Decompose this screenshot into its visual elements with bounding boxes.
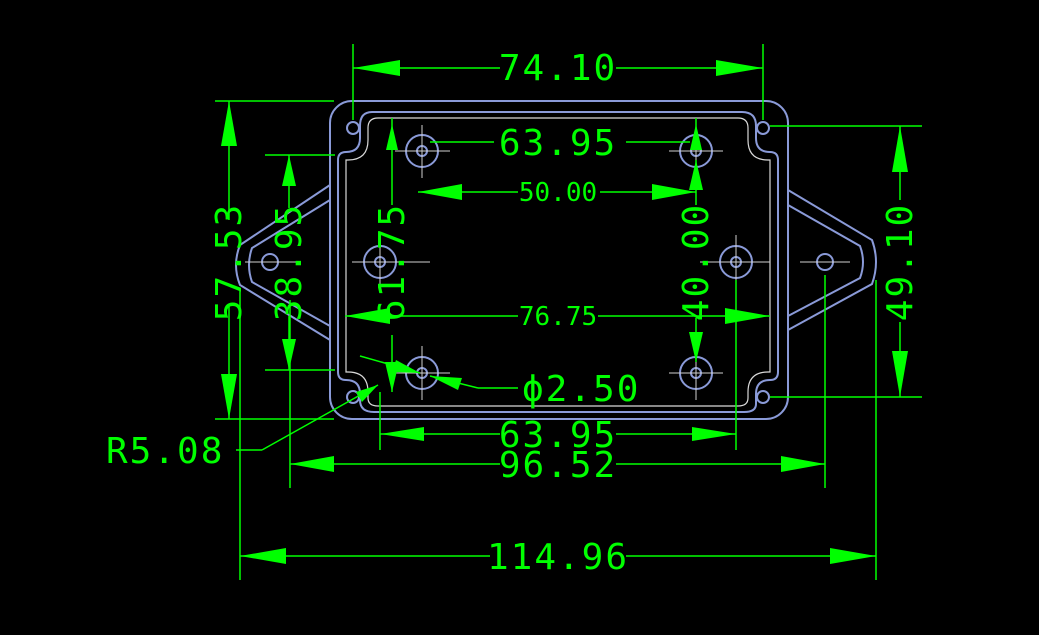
corner-hole-tl	[346, 121, 360, 135]
dim-right-inner-height: 40.00	[676, 203, 717, 321]
dim-inner-span: 76.75	[519, 302, 597, 332]
center-lines	[245, 125, 850, 400]
dim-top-width: 74.10	[499, 48, 617, 89]
corner-hole-br	[756, 390, 770, 404]
dim-right-height: 49.10	[880, 203, 921, 321]
dim-inner-hole-spacing-top: 63.95	[499, 123, 617, 164]
dim-radius: R5.08	[106, 431, 224, 472]
dim-left-height: 57.53	[209, 203, 250, 321]
dim-left-inner-height: 38.95	[269, 203, 310, 321]
dim-overall-width: 114.96	[487, 537, 629, 578]
dimension-lines	[215, 44, 922, 580]
dim-hole-diameter: ϕ2.50	[522, 369, 640, 410]
corner-hole-tr	[756, 121, 770, 135]
dim-center-height: 61.75	[372, 203, 413, 321]
dim-flange-width: 96.52	[499, 445, 617, 486]
dimension-labels: 74.10 63.95 50.00 76.75 ϕ2.50 R5.08 63.9…	[106, 48, 921, 578]
dim-bottom-hole-spacing: 63.95	[499, 415, 617, 456]
dim-inner-width: 50.00	[519, 178, 597, 208]
enclosure-outline	[235, 100, 877, 420]
